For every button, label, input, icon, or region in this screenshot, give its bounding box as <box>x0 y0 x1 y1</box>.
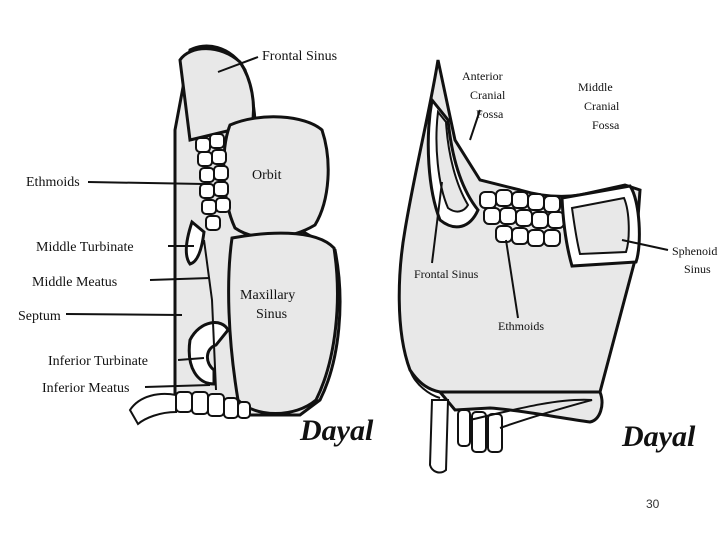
leader-sagittal-frontal-sinus <box>431 181 443 264</box>
page-number: 30 <box>646 497 660 511</box>
leader-septum <box>65 313 183 316</box>
label-maxillary-sinus-line2: Sinus <box>256 307 287 322</box>
label-ethmoids: Ethmoids <box>26 175 80 190</box>
label-inferior-turbinate: Inferior Turbinate <box>48 354 148 369</box>
label-septum: Septum <box>18 309 61 324</box>
label-inferior-meatus: Inferior Meatus <box>42 381 129 396</box>
coronal-section-diagram: Frontal Sinus Orbit Ethmoids Middle Turb… <box>18 44 374 447</box>
leader-inferior-turbinate <box>177 357 205 361</box>
signature-right: Dayal <box>621 420 696 453</box>
upper-teeth <box>128 391 251 426</box>
label-sagittal-ethmoids: Ethmoids <box>498 319 544 333</box>
leader-sagittal-ethmoids <box>505 239 519 319</box>
middle-turbinate-shape <box>184 219 206 266</box>
leader-inferior-meatus <box>144 384 211 388</box>
label-middle-turbinate: Middle Turbinate <box>36 240 134 255</box>
ethmoid-cells <box>195 133 231 231</box>
label-orbit: Orbit <box>252 168 282 183</box>
sagittal-ethmoid-cells <box>479 189 565 247</box>
sagittal-upper-teeth <box>428 399 503 474</box>
sagittal-section-diagram: Anterior Cranial Fossa Middle Cranial Fo… <box>397 59 717 474</box>
leader-frontal-sinus <box>217 56 259 73</box>
label-sagittal-frontal-sinus: Frontal Sinus <box>414 267 479 281</box>
label-sphenoid-sinus-line2: Sinus <box>684 262 711 276</box>
leader-ethmoids <box>87 181 205 185</box>
label-middle-cranial-fossa-line2: Cranial <box>584 99 620 113</box>
palate-shape <box>436 390 604 424</box>
septum-line <box>203 239 217 391</box>
tongue-line <box>469 398 593 429</box>
label-middle-meatus: Middle Meatus <box>32 275 117 290</box>
label-sphenoid-sinus-line1: Sphenoid <box>672 244 717 258</box>
signature-left: Dayal <box>299 414 374 447</box>
sphenoid-sinus-inner <box>570 196 630 256</box>
label-anterior-cranial-fossa-line2: Cranial <box>470 88 506 102</box>
label-anterior-cranial-fossa-line3: Fossa <box>476 107 504 121</box>
frontal-sinus-inner <box>435 109 470 213</box>
nose-lower-outline <box>409 369 441 399</box>
leader-anterior-cranial-fossa <box>469 109 481 141</box>
label-middle-cranial-fossa-line1: Middle <box>578 80 613 94</box>
label-anterior-cranial-fossa-line1: Anterior <box>462 69 503 83</box>
maxillary-sinus-shape <box>227 231 339 415</box>
leader-middle-meatus <box>149 277 211 281</box>
label-maxillary-sinus-line1: Maxillary <box>240 288 295 303</box>
leader-sphenoid-sinus <box>621 239 669 251</box>
label-frontal-sinus: Frontal Sinus <box>262 49 337 64</box>
label-middle-cranial-fossa-line3: Fossa <box>592 118 620 132</box>
